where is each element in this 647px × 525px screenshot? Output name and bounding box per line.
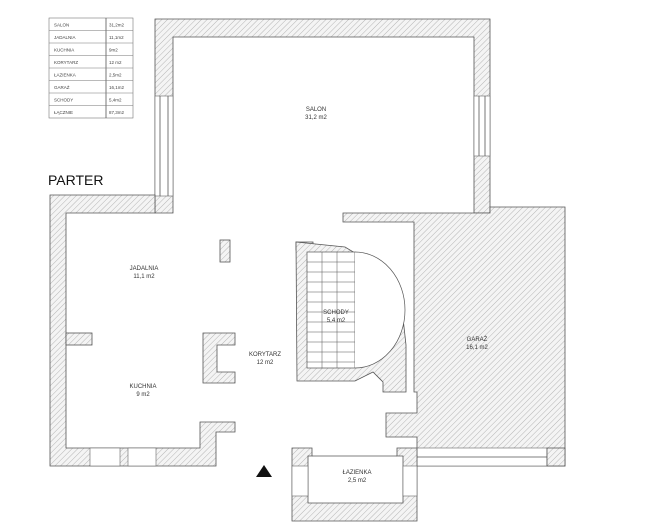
legend-room-area: 16,1m2: [109, 85, 125, 90]
legend-room-name: SALON: [54, 23, 69, 28]
lazienka-name: ŁAZIENKA: [342, 470, 371, 476]
legend-room-area: 2,5m2: [109, 73, 122, 78]
legend-room-name: KUCHNIA: [54, 48, 74, 53]
jadalnia-area: 11,1 m2: [133, 274, 155, 280]
salon-area: 31,2 m2: [305, 115, 327, 121]
entrance-arrow-icon: [256, 465, 272, 477]
schody-name: SCHODY: [323, 310, 349, 316]
legend-room-area: 31,2m2: [109, 23, 125, 28]
legend-room-name: KORYTARZ: [54, 60, 78, 65]
kuchnia-area: 9 m2: [136, 392, 150, 398]
korytarz-area: 12 m2: [257, 360, 274, 366]
room-labels: SALON 31,2 m2 JADALNIA 11,1 m2 KUCHNIA 9…: [129, 107, 488, 484]
legend-room-name: GARAŻ: [54, 84, 70, 90]
schody-area: 5,4 m2: [327, 318, 346, 324]
garage-front: [416, 447, 566, 467]
kuchnia-name: KUCHNIA: [129, 384, 156, 390]
bathroom-walls: [291, 447, 418, 522]
legend-room-area: 87,3m2: [109, 110, 125, 115]
garaz-area: 16,1 m2: [466, 345, 488, 351]
west-walls: [49, 194, 236, 467]
legend-room-name: ŁAZIENKA: [54, 73, 76, 78]
floor-title: PARTER: [48, 172, 104, 188]
salon-walls: [154, 18, 491, 214]
staircase: [295, 206, 566, 467]
legend-room-name: SCHODY: [54, 98, 73, 103]
legend-room-area: 5,4m2: [109, 98, 122, 103]
legend-room-name: ŁĄCZNIE: [54, 110, 73, 115]
legend-room-area: 9m2: [109, 48, 118, 53]
legend-room-area: 12 m2: [109, 60, 122, 65]
legend-room-name: JADALNIA: [54, 35, 76, 40]
salon-name: SALON: [306, 107, 326, 113]
jadalnia-name: JADALNIA: [130, 266, 159, 272]
legend-room-area: 11,1m2: [109, 35, 124, 40]
lazienka-area: 2,5 m2: [348, 478, 367, 484]
korytarz-name: KORYTARZ: [249, 352, 281, 358]
garaz-name: GARAŻ: [467, 336, 488, 343]
